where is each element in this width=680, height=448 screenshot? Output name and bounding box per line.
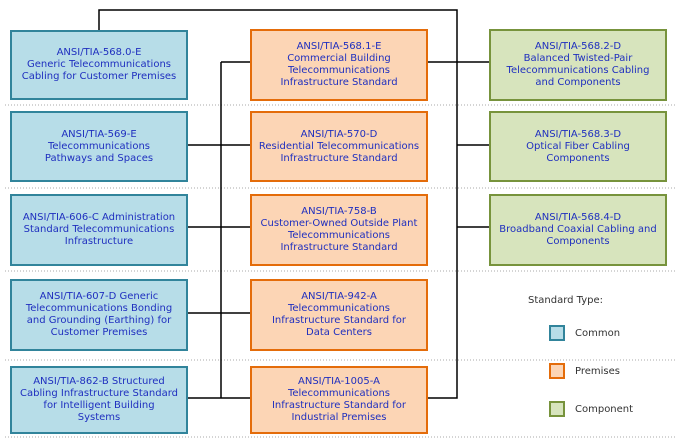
legend-label-common: Common	[575, 328, 621, 339]
standard-label: ANSI/TIA-607-D Generic Telecommunication…	[25, 291, 173, 338]
standard-box-tia-568-0[interactable]: ANSI/TIA-568.0-E Generic Telecommunicati…	[10, 30, 188, 100]
standard-box-tia-758[interactable]: ANSI/TIA-758-B Customer-Owned Outside Pl…	[250, 194, 428, 266]
standard-box-tia-862[interactable]: ANSI/TIA-862-B Structured Cabling Infras…	[10, 366, 188, 434]
standard-box-tia-942[interactable]: ANSI/TIA-942-A Telecommunications Infras…	[250, 279, 428, 351]
legend-label-component: Component	[575, 404, 634, 415]
standard-label: ANSI/TIA-1005-A Telecommunications Infra…	[271, 376, 407, 423]
legend-title: Standard Type:	[528, 295, 604, 306]
standard-label: ANSI/TIA-568.4-D Broadband Coaxial Cabli…	[499, 212, 657, 247]
standard-label: ANSI/TIA-568.2-D Balanced Twisted-Pair T…	[506, 41, 650, 88]
standard-box-tia-568-3[interactable]: ANSI/TIA-568.3-D Optical Fiber Cabling C…	[489, 111, 667, 182]
legend-swatch-common	[549, 325, 565, 341]
legend-swatch-component	[549, 401, 565, 417]
standard-label: ANSI/TIA-758-B Customer-Owned Outside Pl…	[260, 206, 418, 253]
standard-box-tia-568-1[interactable]: ANSI/TIA-568.1-E Commercial Building Tel…	[250, 29, 428, 101]
standard-label: ANSI/TIA-942-A Telecommunications Infras…	[271, 291, 407, 338]
standard-label: ANSI/TIA-568.3-D Optical Fiber Cabling C…	[526, 128, 630, 164]
standard-label: ANSI/TIA-606-C Administration Standard T…	[22, 212, 176, 247]
standard-box-tia-569[interactable]: ANSI/TIA-569-E Telecommunications Pathwa…	[10, 111, 188, 182]
standard-box-tia-568-2[interactable]: ANSI/TIA-568.2-D Balanced Twisted-Pair T…	[489, 29, 667, 101]
connector-top-loop	[98, 9, 458, 399]
legend-swatch-premises	[549, 363, 565, 379]
standard-label: ANSI/TIA-569-E Telecommunications Pathwa…	[44, 128, 154, 164]
standard-box-tia-606[interactable]: ANSI/TIA-606-C Administration Standard T…	[10, 194, 188, 266]
standard-box-tia-1005[interactable]: ANSI/TIA-1005-A Telecommunications Infra…	[250, 366, 428, 434]
standard-label: ANSI/TIA-570-D Residential Telecommunica…	[258, 128, 420, 164]
standard-label: ANSI/TIA-568.0-E Generic Telecommunicati…	[21, 47, 177, 82]
standard-box-tia-570[interactable]: ANSI/TIA-570-D Residential Telecommunica…	[250, 111, 428, 182]
standard-label: ANSI/TIA-862-B Structured Cabling Infras…	[20, 376, 178, 423]
standard-box-tia-568-4[interactable]: ANSI/TIA-568.4-D Broadband Coaxial Cabli…	[489, 194, 667, 266]
standard-box-tia-607[interactable]: ANSI/TIA-607-D Generic Telecommunication…	[10, 279, 188, 351]
standard-label: ANSI/TIA-568.1-E Commercial Building Tel…	[280, 41, 398, 88]
legend-label-premises: Premises	[575, 366, 620, 377]
